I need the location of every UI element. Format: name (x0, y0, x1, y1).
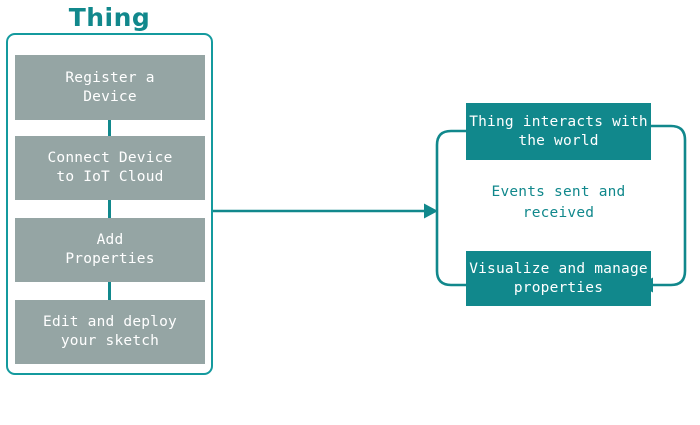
step-line-2: to IoT Cloud (56, 169, 164, 185)
step-box-text: Register a Device (65, 69, 154, 107)
step-box-register-a-device: Register a Device (15, 55, 205, 120)
cycle-box-text: Thing interacts with the world (466, 113, 651, 151)
step-line-1: Edit and deploy (43, 314, 177, 330)
step-box-text: Add Properties (65, 231, 154, 269)
cycle-center-line-1: Events sent (491, 184, 590, 200)
cycle-box-visualize-and-manage-properties: Visualize and manage properties (466, 251, 651, 306)
page-title: Thing (68, 3, 151, 32)
cycle-line-1: Thing interacts (469, 113, 604, 130)
step-line-2: Device (83, 88, 137, 105)
step-line-1: Connect Device (47, 150, 173, 166)
cycle-box-thing-interacts-with-the-world: Thing interacts with the world (466, 103, 651, 160)
step-line-2: Properties (65, 251, 155, 267)
cycle-arrow-down-icon (651, 124, 687, 287)
cycle-box-text: Visualize and manage properties (466, 260, 651, 298)
cycle-center-line-2: and received (522, 184, 626, 221)
cycle-line-2: manage properties (513, 260, 648, 296)
step-connector-1 (108, 120, 111, 136)
arrow-right-icon (213, 203, 438, 219)
step-line-2: your sketch (60, 333, 160, 349)
step-box-text: Edit and deploy your sketch (43, 313, 177, 351)
cycle-line-1: Visualize and (469, 260, 586, 277)
step-box-add-properties: Add Properties (15, 218, 205, 282)
cycle-line-2: with the world (518, 113, 648, 149)
step-box-connect-device-to-iot-cloud: Connect Device to IoT Cloud (15, 136, 205, 200)
step-box-text: Connect Device to IoT Cloud (47, 149, 172, 187)
step-box-edit-and-deploy-your-sketch: Edit and deploy your sketch (15, 300, 205, 364)
step-connector-3 (108, 282, 111, 300)
step-line-1: Add (96, 232, 124, 248)
step-line-1: Register a (65, 69, 155, 86)
cycle-arrow-up-icon (435, 129, 471, 287)
cycle-center-label: Events sent and received (466, 182, 651, 224)
step-connector-2 (108, 200, 111, 218)
